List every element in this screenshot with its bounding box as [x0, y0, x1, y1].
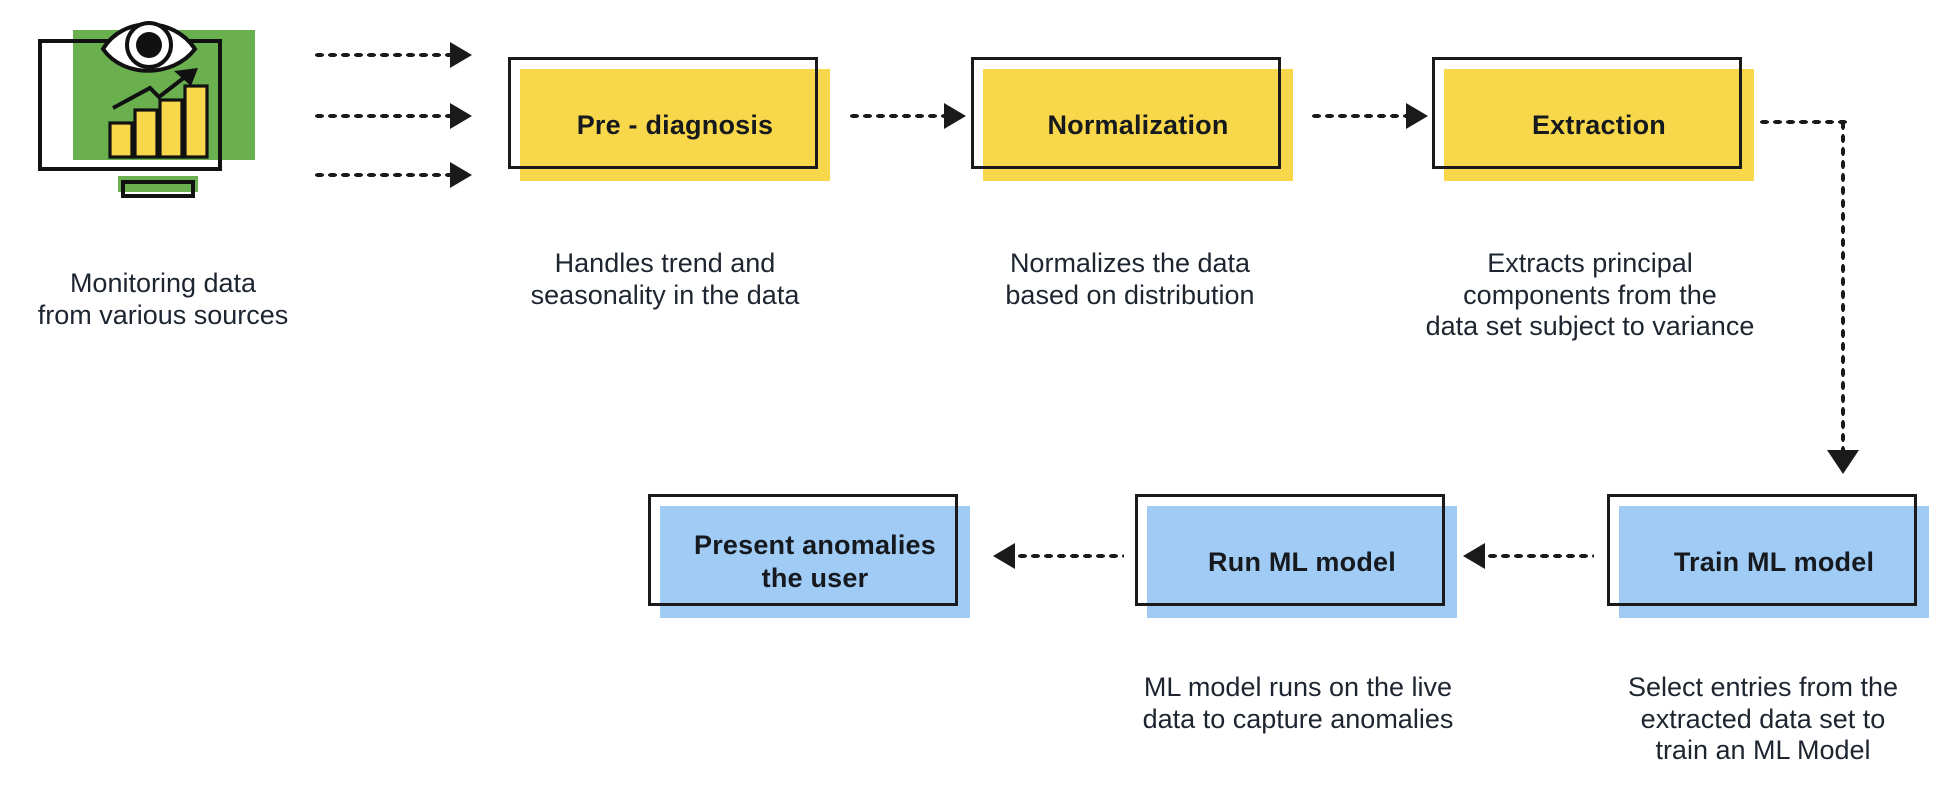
connector-prediagnosis-normalization-line — [848, 113, 948, 119]
connector-source-1-arrowhead — [450, 42, 472, 68]
connector-normalization-extraction-line — [1310, 113, 1410, 119]
caption-normalization: Normalizes the data based on distributio… — [1005, 248, 1255, 310]
connector-extraction-train-horizontal — [1758, 119, 1850, 125]
connector-extraction-train-arrowhead — [1827, 450, 1859, 474]
trend-arrow-icon — [112, 68, 198, 110]
node-present-anomalies-fill — [660, 506, 970, 618]
node-pre-diagnosis[interactable]: Pre - diagnosis — [508, 57, 830, 181]
caption-train-ml-model: Select entries from the extracted data s… — [1627, 672, 1899, 766]
node-pre-diagnosis-outline — [508, 57, 818, 169]
connector-train-run-line — [1486, 553, 1594, 559]
node-pre-diagnosis-label: Pre - diagnosis — [576, 109, 774, 140]
node-extraction-label: Extraction — [1531, 109, 1667, 140]
node-normalization-fill — [983, 69, 1293, 181]
node-normalization[interactable]: Normalization — [971, 57, 1293, 181]
node-train-ml-model-outline — [1607, 494, 1917, 606]
caption-extraction: Extracts principal components from the d… — [1425, 248, 1755, 342]
node-run-ml-model-fill — [1147, 506, 1457, 618]
node-present-anomalies[interactable]: Present anomalies the user — [648, 494, 970, 618]
connector-extraction-train-vertical — [1840, 119, 1846, 456]
connector-source-2-line — [313, 113, 453, 119]
node-train-ml-model-fill — [1619, 506, 1929, 618]
node-extraction-outline — [1432, 57, 1742, 169]
monitor-bar-chart — [108, 84, 209, 160]
connector-prediagnosis-normalization-arrowhead — [944, 103, 966, 129]
node-normalization-label: Normalization — [1047, 109, 1229, 140]
node-run-ml-model[interactable]: Run ML model — [1135, 494, 1457, 618]
monitoring-dashboard-icon — [28, 8, 278, 198]
connector-source-1-line — [313, 52, 453, 58]
connector-source-3-arrowhead — [450, 162, 472, 188]
node-normalization-outline — [971, 57, 1281, 169]
node-present-anomalies-label: Present anomalies the user — [693, 530, 936, 593]
connector-normalization-extraction-arrowhead — [1406, 103, 1428, 129]
node-present-anomalies-outline — [648, 494, 958, 606]
node-extraction-fill — [1444, 69, 1754, 181]
connector-train-run-arrowhead — [1463, 543, 1485, 569]
connector-run-present-line — [1016, 553, 1124, 559]
connector-source-3-line — [313, 172, 453, 178]
node-extraction[interactable]: Extraction — [1432, 57, 1754, 181]
connector-run-present-arrowhead — [993, 543, 1015, 569]
monitor-stand-outline — [121, 180, 195, 198]
caption-pre-diagnosis: Handles trend and seasonality in the dat… — [530, 248, 800, 310]
node-run-ml-model-label: Run ML model — [1208, 546, 1396, 577]
node-train-ml-model-label: Train ML model — [1673, 546, 1875, 577]
eye-icon — [100, 21, 198, 73]
caption-run-ml-model: ML model runs on the live data to captur… — [1142, 672, 1454, 734]
node-pre-diagnosis-fill — [520, 69, 830, 181]
caption-monitoring-source: Monitoring data from various sources — [37, 268, 289, 330]
node-train-ml-model[interactable]: Train ML model — [1607, 494, 1929, 618]
connector-source-2-arrowhead — [450, 103, 472, 129]
node-run-ml-model-outline — [1135, 494, 1445, 606]
